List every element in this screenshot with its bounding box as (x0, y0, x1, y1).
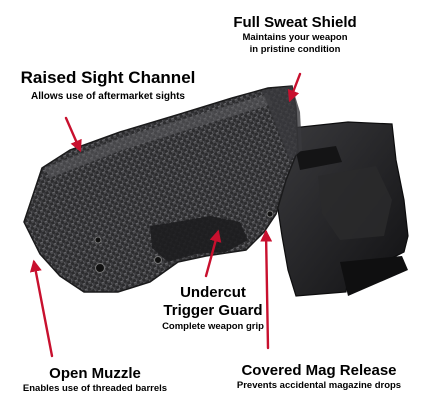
slide-stop (296, 146, 342, 170)
callout-subtitle: in pristine condition (249, 44, 341, 55)
callout-title: Undercut (180, 284, 246, 301)
arrow-sweat-shield (287, 72, 302, 103)
pistol (275, 121, 409, 297)
callout-full-sweat-shield: Full Sweat Shield Maintains your weapon … (220, 14, 370, 55)
callout-covered-mag-release: Covered Mag Release Prevents accidental … (212, 362, 426, 391)
arrow-open-muzzle (29, 259, 54, 358)
trigger-guard-cutout (150, 216, 248, 262)
sweat-shield (262, 86, 302, 160)
callout-subtitle: Maintains your weapon (242, 32, 348, 43)
holster-rivet (95, 263, 105, 273)
callout-subtitle: Allows use of aftermarket sights (31, 91, 185, 102)
callout-subtitle: Prevents accidental magazine drops (236, 380, 402, 391)
holster (23, 85, 302, 293)
callout-arrows (29, 72, 302, 358)
arrow-trigger-guard (204, 229, 222, 278)
callout-subtitle: Enables use of threaded barrels (22, 383, 168, 394)
callout-title: Trigger Guard (163, 302, 263, 319)
holster-rivet (94, 236, 102, 244)
callout-title: Raised Sight Channel (20, 68, 196, 87)
callout-undercut-trigger-guard: Undercut Trigger Guard Complete weapon g… (158, 284, 268, 332)
callout-title: Open Muzzle (49, 365, 141, 382)
arrow-mag-release (260, 229, 273, 350)
sight-channel-ridge (44, 94, 272, 178)
magazine-base (340, 256, 408, 296)
callout-title: Full Sweat Shield (233, 14, 357, 31)
callout-title: Covered Mag Release (241, 362, 397, 379)
arrow-sight-channel (64, 116, 82, 153)
callout-open-muzzle: Open Muzzle Enables use of threaded barr… (10, 365, 180, 394)
callout-subtitle: Complete weapon grip (162, 321, 264, 332)
holster-rivet (266, 210, 274, 218)
holster-rivet (154, 256, 162, 264)
grip-texture (318, 166, 392, 240)
callout-raised-sight-channel: Raised Sight Channel Allows use of after… (8, 68, 208, 102)
